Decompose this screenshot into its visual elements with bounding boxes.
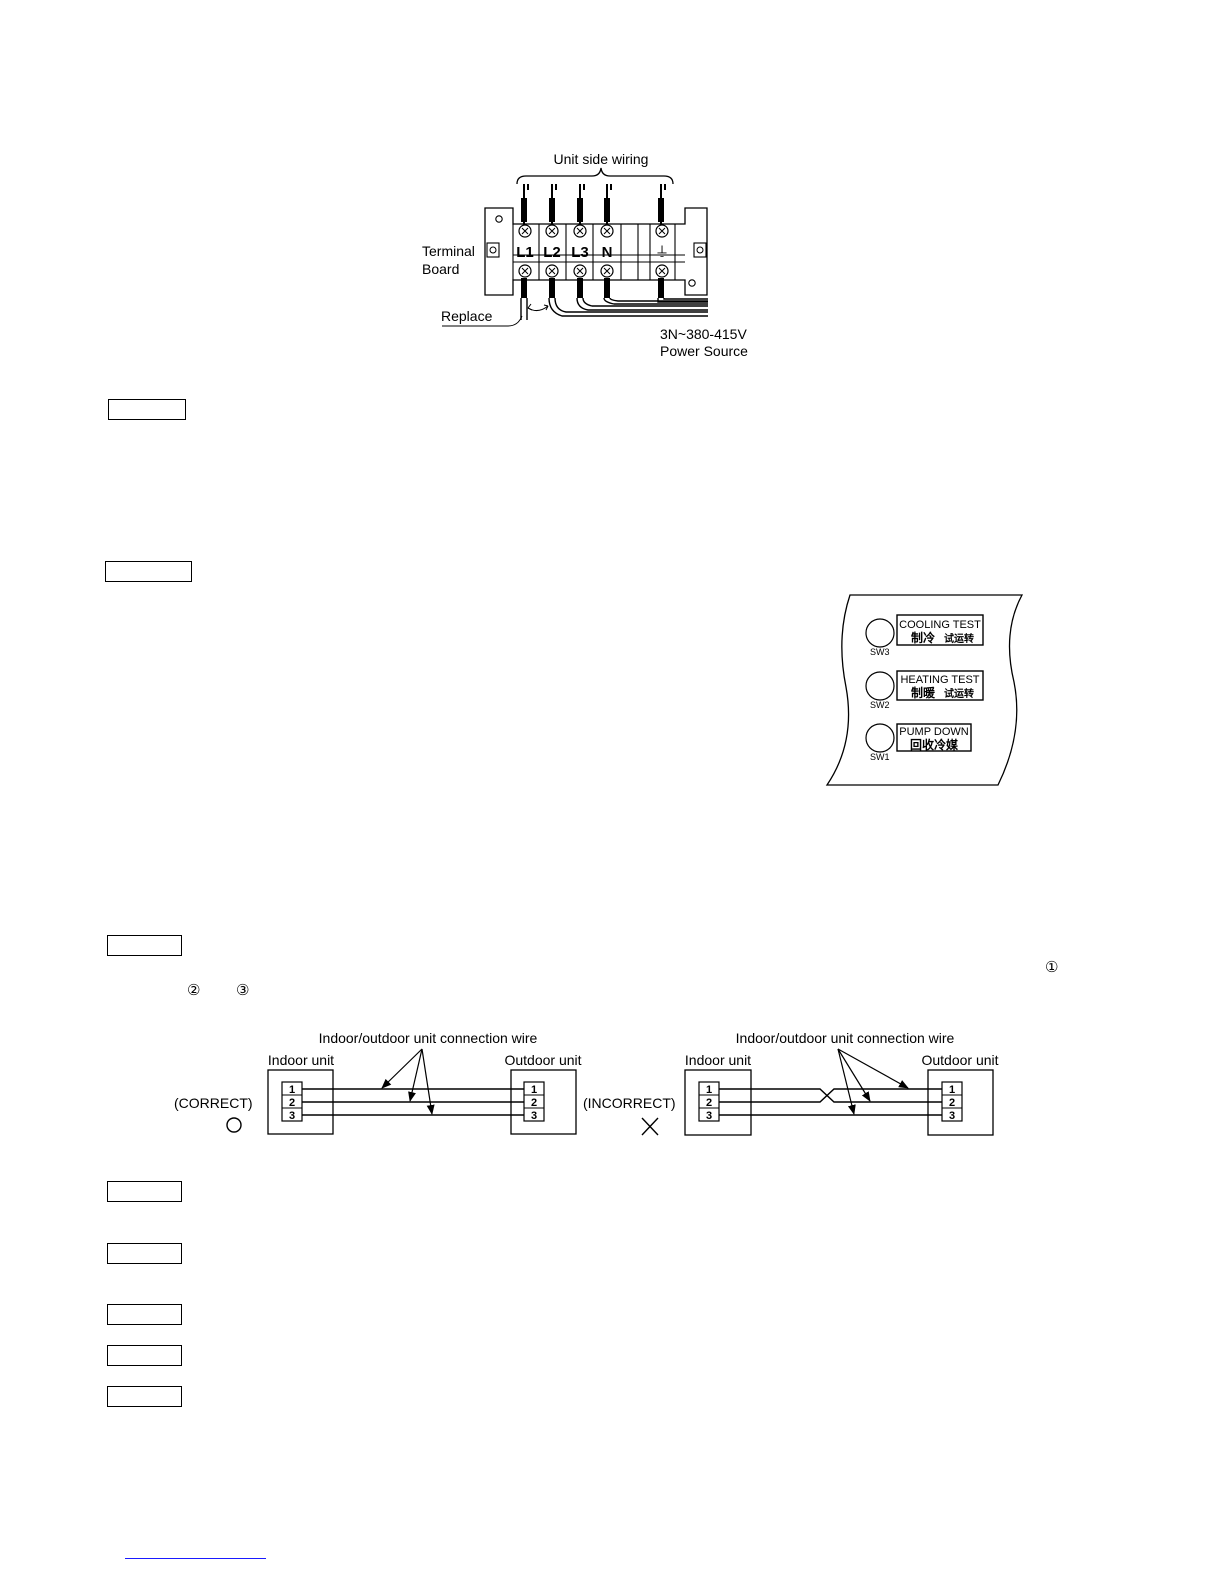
pin-3: 3 bbox=[706, 1110, 712, 1122]
wiring-brace bbox=[516, 167, 674, 185]
connection-wire-label: Indoor/outdoor unit connection wire bbox=[319, 1030, 538, 1046]
incorrect-mark bbox=[641, 1117, 659, 1136]
circled-number-3: ③ bbox=[236, 981, 250, 999]
terminal-board-diagram: Unit side wiring bbox=[422, 151, 748, 359]
pin-3: 3 bbox=[531, 1110, 537, 1122]
heating-test-switch[interactable] bbox=[865, 671, 895, 701]
pin-3: 3 bbox=[949, 1110, 955, 1122]
terminal-label-l3: L3 bbox=[571, 244, 589, 261]
crossed-wire-1 bbox=[719, 1088, 942, 1103]
indoor-unit-label: Indoor unit bbox=[268, 1052, 334, 1068]
pump-down-switch[interactable] bbox=[865, 723, 895, 753]
earth-icon: ⏚ bbox=[655, 244, 669, 260]
pin-2: 2 bbox=[949, 1097, 955, 1109]
terminal-label-l2: L2 bbox=[543, 244, 561, 261]
section-heading-box bbox=[107, 1386, 182, 1407]
correct-mark bbox=[226, 1117, 242, 1133]
cooling-test-cn-sub: 试运转 bbox=[944, 632, 974, 645]
section-heading-box bbox=[107, 935, 182, 956]
pump-down-cn-label: 回收冷媒 bbox=[910, 737, 959, 752]
cooling-test-cn-label: 制冷 bbox=[911, 630, 935, 645]
switch-id-sw1: SW1 bbox=[870, 752, 890, 762]
pin-1: 1 bbox=[949, 1084, 955, 1096]
heating-test-cn-sub: 试运转 bbox=[944, 687, 974, 700]
terminal-board-label: Terminal bbox=[422, 243, 475, 259]
incorrect-label: (INCORRECT) bbox=[583, 1095, 676, 1111]
pin-3: 3 bbox=[289, 1110, 295, 1122]
unit-side-wiring-label: Unit side wiring bbox=[554, 151, 649, 167]
terminal-label-l1: L1 bbox=[516, 244, 534, 261]
section-heading-box bbox=[107, 1304, 182, 1325]
crossed-wire-2 bbox=[719, 1088, 942, 1103]
correct-label: (CORRECT) bbox=[174, 1095, 253, 1111]
pump-down-label: PUMP DOWN bbox=[899, 726, 969, 738]
connection-wire-diagram: Indoor/outdoor unit connection wire Indo… bbox=[174, 1030, 999, 1136]
pin-1: 1 bbox=[531, 1084, 537, 1096]
section-heading-box bbox=[107, 1345, 182, 1366]
power-source-voltage: 3N~380-415V bbox=[660, 326, 747, 342]
pin-1: 1 bbox=[706, 1084, 712, 1096]
connection-wire-label: Indoor/outdoor unit connection wire bbox=[736, 1030, 955, 1046]
test-switch-panel: SW3 COOLING TEST 制冷 试运转 SW2 HEATING TEST… bbox=[825, 594, 1024, 786]
switch-id-sw2: SW2 bbox=[870, 700, 890, 710]
section-heading-box bbox=[107, 1243, 182, 1264]
outdoor-unit-label: Outdoor unit bbox=[504, 1052, 581, 1068]
power-source-label: Power Source bbox=[660, 343, 748, 359]
section-heading-box bbox=[108, 399, 186, 420]
mount-hole bbox=[688, 279, 696, 287]
pin-2: 2 bbox=[289, 1097, 295, 1109]
footer-link-underline[interactable] bbox=[125, 1558, 266, 1559]
heating-test-label: HEATING TEST bbox=[900, 674, 979, 686]
section-heading-box bbox=[107, 1181, 182, 1202]
circled-number-2: ② bbox=[187, 981, 201, 999]
heating-test-cn-label: 制暖 bbox=[911, 685, 936, 700]
pin-2: 2 bbox=[706, 1097, 712, 1109]
terminal-board-label-2: Board bbox=[422, 261, 459, 277]
section-heading-box bbox=[105, 561, 192, 582]
replace-label: Replace bbox=[441, 308, 493, 324]
cooling-test-switch[interactable] bbox=[865, 618, 895, 648]
circled-number-1: ① bbox=[1045, 958, 1059, 976]
switch-id-sw3: SW3 bbox=[870, 647, 890, 657]
pin-2: 2 bbox=[531, 1097, 537, 1109]
mount-hole bbox=[495, 215, 503, 223]
cooling-test-label: COOLING TEST bbox=[899, 619, 981, 631]
outdoor-unit-label: Outdoor unit bbox=[921, 1052, 998, 1068]
terminal-label-n: N bbox=[602, 244, 613, 261]
indoor-unit-label: Indoor unit bbox=[685, 1052, 751, 1068]
pin-1: 1 bbox=[289, 1084, 295, 1096]
